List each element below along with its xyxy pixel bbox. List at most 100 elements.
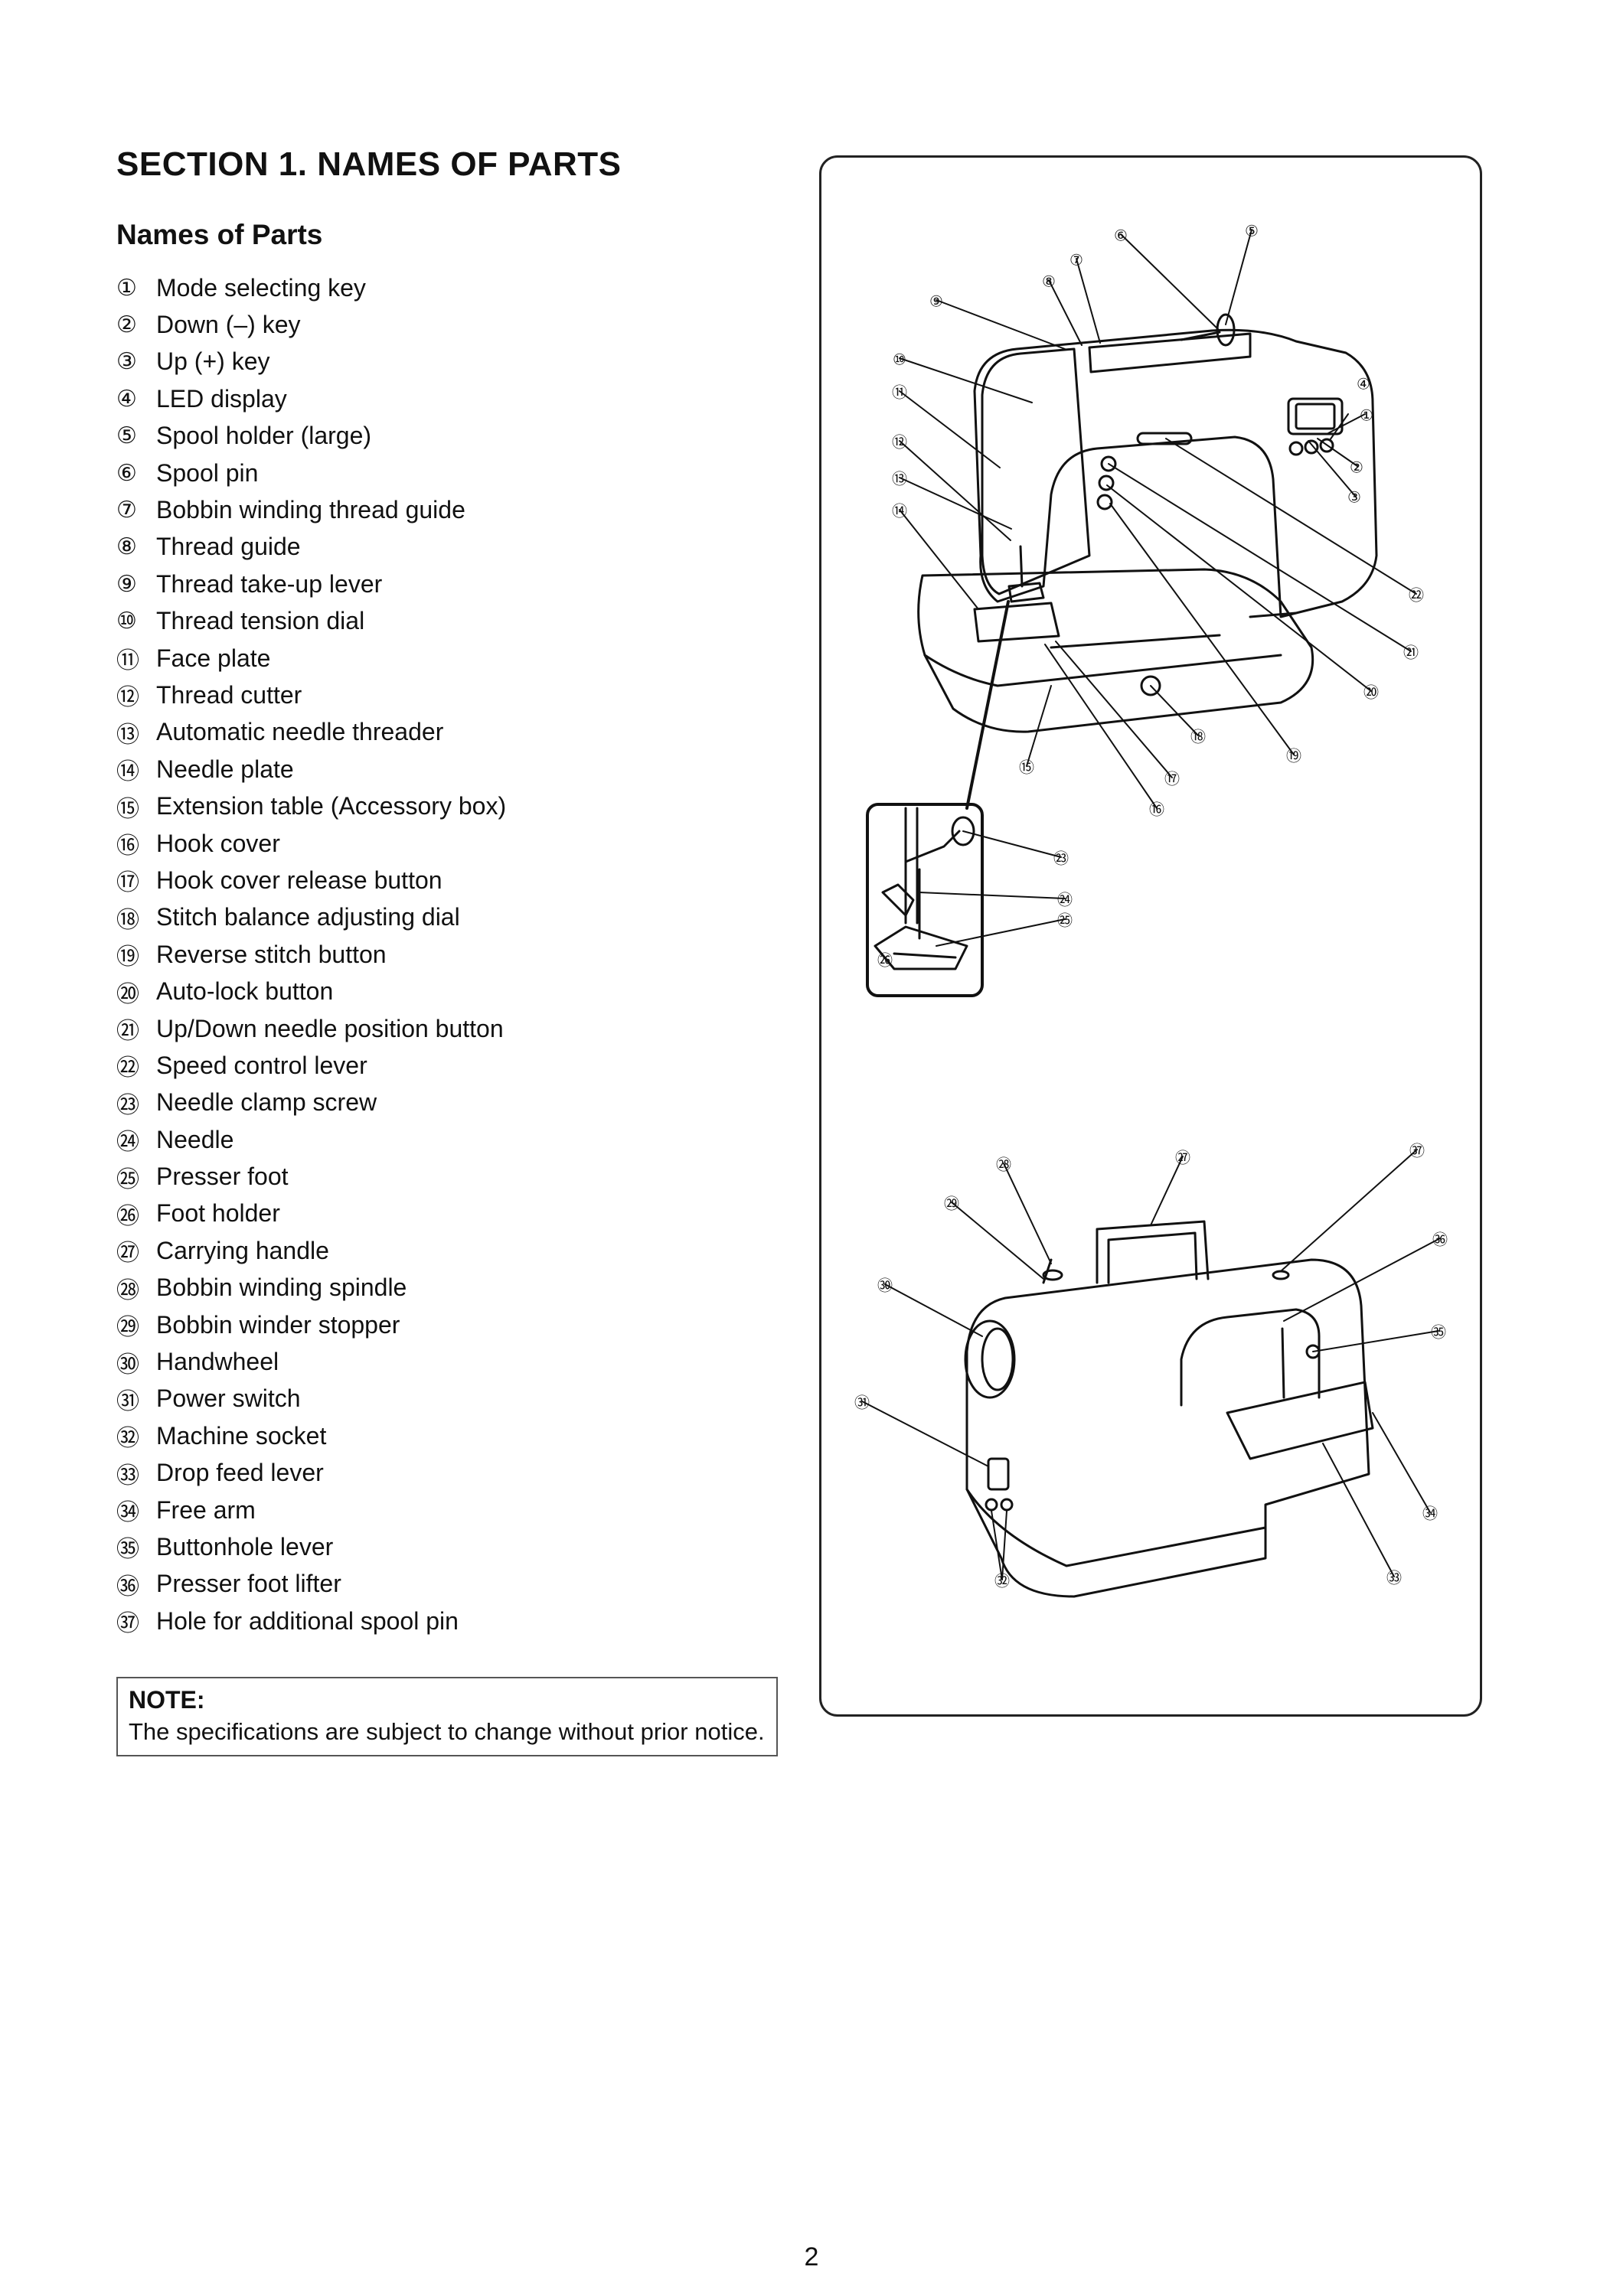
part-item: ㉕ Presser foot: [116, 1158, 775, 1195]
part-label: Handwheel: [156, 1348, 279, 1376]
callout-number: ⑩: [893, 351, 906, 369]
part-label: Hook cover: [156, 829, 280, 857]
part-number: ㉗: [116, 1240, 139, 1267]
part-label: Spool pin: [156, 458, 259, 487]
part-number: ⑧: [116, 533, 137, 561]
part-number: ㉘: [116, 1277, 139, 1304]
callout-number: ④: [1357, 375, 1370, 393]
part-label: Drop feed lever: [156, 1459, 324, 1487]
part-number: ④: [116, 385, 137, 413]
part-number: ㉕: [116, 1166, 139, 1193]
part-number: ㊲: [116, 1610, 139, 1638]
part-label: Speed control lever: [156, 1051, 367, 1079]
part-number: ⑤: [116, 422, 137, 450]
callout-number: ㉗: [1175, 1149, 1190, 1167]
callout-number: ⑱: [1190, 728, 1206, 746]
part-label: Face plate: [156, 644, 271, 672]
part-label: Thread cutter: [156, 680, 302, 709]
part-number: ①: [116, 274, 137, 302]
callout-number: ⑲: [1286, 747, 1301, 765]
part-label: Thread guide: [156, 533, 301, 561]
callout-leader-lines: [861, 229, 1441, 1580]
part-label: LED display: [156, 384, 287, 413]
part-label: Up/Down needle position button: [156, 1014, 504, 1042]
callout-number: ㉑: [1403, 644, 1419, 662]
part-label: Automatic needle threader: [156, 718, 444, 746]
callout-number: ⑯: [1149, 801, 1164, 819]
part-label: Spool holder (large): [156, 422, 372, 450]
note-title: NOTE:: [129, 1686, 205, 1714]
part-label: Bobbin winding thread guide: [156, 496, 465, 524]
part-label: Buttonhole lever: [156, 1532, 334, 1561]
names-of-parts-heading: Names of Parts: [116, 219, 323, 250]
part-label: Carrying handle: [156, 1236, 329, 1264]
callout-number: ⑳: [1363, 683, 1379, 702]
callout-number: ⑪: [892, 383, 907, 402]
callout-number: ㉜: [994, 1572, 1010, 1590]
part-number: ⑭: [116, 758, 139, 786]
callout-number: ①: [1360, 406, 1373, 425]
part-label: Hook cover release button: [156, 866, 442, 894]
part-number: ㉔: [116, 1129, 139, 1156]
callout-number: ⑥: [1114, 227, 1128, 245]
part-label: Down (–) key: [156, 311, 301, 339]
callout-number: ②: [1350, 458, 1363, 477]
part-label: Needle: [156, 1125, 234, 1153]
part-number: ㉙: [116, 1314, 139, 1342]
part-item: ⑰ Hook cover release button: [116, 862, 775, 899]
part-number: ⑩: [116, 608, 137, 635]
part-number: ⑰: [116, 869, 139, 897]
part-number: ⑨: [116, 570, 137, 598]
presser-foot-detail-inset: [866, 803, 984, 997]
part-label: Stitch balance adjusting dial: [156, 903, 460, 931]
callout-number: ㉖: [877, 951, 893, 970]
callout-number: ⑨: [929, 292, 943, 311]
part-label: Thread take-up lever: [156, 569, 383, 598]
callout-number: ㊲: [1409, 1142, 1425, 1160]
part-label: Machine socket: [156, 1421, 327, 1450]
part-label: Bobbin winding spindle: [156, 1274, 407, 1302]
part-label: Presser foot lifter: [156, 1570, 341, 1598]
part-number: ㉜: [116, 1425, 139, 1453]
rear-machine-illustration: [964, 1220, 1374, 1598]
part-number: ⑲: [116, 944, 139, 971]
callout-number: ⑰: [1164, 770, 1180, 788]
part-label: Power switch: [156, 1384, 301, 1413]
callout-number: ㉟: [1431, 1323, 1446, 1342]
part-label: Needle clamp screw: [156, 1088, 377, 1117]
part-label: Up (+) key: [156, 347, 270, 376]
part-number: ㉛: [116, 1388, 139, 1415]
part-number: ⑳: [116, 980, 139, 1008]
part-item: ③ Up (+) key: [116, 344, 775, 380]
part-label: Thread tension dial: [156, 607, 365, 635]
front-machine-illustration: [917, 313, 1378, 733]
part-number: ③: [116, 348, 137, 376]
part-label: Free arm: [156, 1495, 256, 1524]
part-number: ㊱: [116, 1573, 139, 1600]
part-label: Reverse stitch button: [156, 940, 387, 968]
callout-number: ㉛: [854, 1394, 870, 1412]
part-number: ㉟: [116, 1536, 139, 1564]
part-label: Presser foot: [156, 1163, 289, 1191]
callout-number: ⑭: [892, 502, 907, 520]
part-item: ⑨ Thread take-up lever: [116, 566, 775, 602]
part-number: ㉚: [116, 1351, 139, 1378]
part-number: ㉝: [116, 1462, 139, 1489]
callout-number: ⑬: [892, 470, 907, 488]
part-number: ㉖: [116, 1202, 139, 1230]
callout-number: ③: [1347, 488, 1361, 507]
